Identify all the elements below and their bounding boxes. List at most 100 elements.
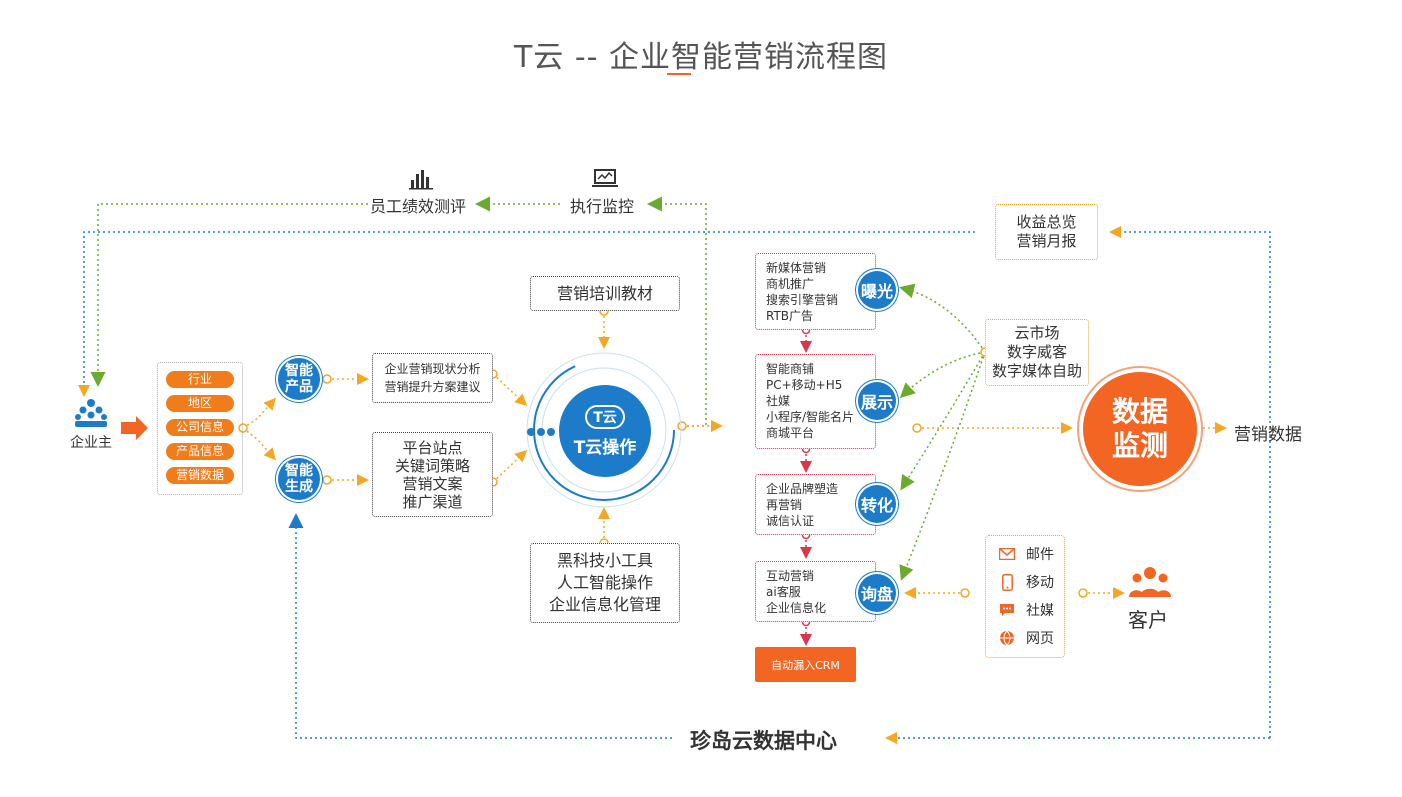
stage-convert-label: 转化 [860, 496, 893, 515]
stage-item: 再营销 [766, 498, 803, 512]
contacts-box: 邮件 移动 社媒 网页 [985, 535, 1065, 658]
cloud-line-3: 数字媒体自助 [991, 362, 1082, 380]
smart-generate-label: 智能生成 [285, 463, 313, 495]
contact-label: 社媒 [1026, 603, 1054, 619]
platform-box: 平台站点 关键词策略 营销文案 推广渠道 [372, 432, 493, 517]
cloud-to-exposure-line [899, 283, 986, 353]
revenue-to-owner-line [78, 231, 975, 397]
tools-box: 黑科技小工具 人工智能操作 企业信息化管理 [530, 543, 680, 623]
stage-item: 企业品牌塑造 [766, 482, 839, 496]
mobile-icon [998, 573, 1016, 591]
stage-item: 新媒体营销 [766, 261, 827, 275]
stage-item: 企业信息化 [766, 601, 827, 615]
stage-exposure-node: 曝光 [858, 271, 896, 309]
stage-item: PC+移动+H5 [766, 378, 843, 392]
cloud-to-inquiry-line [899, 351, 986, 581]
marketing-data-label: 营销数据 [1234, 425, 1302, 445]
training-box: 营销培训教材 [530, 276, 680, 311]
contact-web: 网页 [998, 624, 1064, 652]
t-cloud-operation-label: T云操作 [573, 437, 637, 458]
platform-to-center-line [492, 449, 528, 483]
tag-marketing-data: 营销数据 [166, 467, 234, 484]
stage-item: 诚信认证 [766, 514, 815, 528]
platform-line-3: 营销文案 [402, 474, 463, 493]
bar-chart-icon [409, 168, 435, 190]
stage-inquiry-node: 询盘 [858, 574, 896, 612]
cloud-line-2: 数字威客 [1006, 343, 1067, 361]
customer-label: 客户 [1128, 608, 1168, 632]
tools-line-2: 人工智能操作 [556, 573, 653, 592]
data-center-to-generate-line [288, 513, 672, 739]
data-monitor-line-1: 数据 [1111, 395, 1168, 428]
tag-company-info: 公司信息 [166, 419, 234, 436]
cloud-logo-icon: T云 [585, 404, 625, 429]
cloud-line-1: 云市场 [1014, 324, 1060, 342]
staff-eval-label: 员工绩效测评 [370, 197, 467, 216]
stage-convert-node: 转化 [858, 485, 896, 523]
tag-industry: 行业 [166, 371, 234, 388]
center-rings [526, 352, 682, 508]
owner-arrow [121, 416, 148, 440]
chat-icon [998, 601, 1016, 619]
stage-item: 商城平台 [766, 426, 815, 440]
data-center-label: 珍岛云数据中心 [690, 729, 837, 753]
auto-crm-button[interactable]: 自动漏入CRM [755, 647, 856, 682]
data-monitor-line-2: 监测 [1111, 429, 1168, 462]
exec-monitor-label: 执行监控 [570, 197, 635, 216]
owner-feedback-line [90, 203, 368, 387]
stage-item: ai客服 [766, 585, 801, 599]
laptop-icon [591, 168, 619, 190]
tags-box [157, 362, 243, 495]
people-group-icon [74, 398, 108, 428]
training-label: 营销培训教材 [556, 283, 653, 303]
analysis-line-2: 营销提升方案建议 [384, 380, 481, 394]
stage-display-node: 展示 [858, 382, 896, 420]
tag-region: 地区 [166, 395, 234, 412]
contact-mobile: 移动 [998, 568, 1064, 596]
contact-label: 网页 [1026, 631, 1054, 647]
revenue-line-1: 收益总览 [1016, 213, 1077, 231]
stage-exposure-label: 曝光 [860, 282, 893, 301]
contact-mail: 邮件 [998, 540, 1064, 568]
stage-item: 小程序/智能名片 [766, 410, 855, 424]
analysis-line-1: 企业营销现状分析 [384, 362, 481, 376]
owner-label: 企业主 [70, 435, 112, 451]
smart-generate-node: 智能生成 [278, 458, 320, 500]
stage-convert-box: 企业品牌塑造 再营销 诚信认证 [755, 474, 876, 535]
revenue-box: 收益总览 营销月报 [995, 204, 1098, 260]
stage-inquiry-box: 互动营销 ai客服 企业信息化 [755, 561, 876, 622]
page-title: T云 -- 企业智能营销流程图 [513, 40, 889, 75]
contact-label: 移动 [1026, 575, 1054, 591]
mail-icon [998, 545, 1016, 563]
revenue-line-2: 营销月报 [1016, 232, 1077, 250]
stage-item: 社媒 [766, 394, 791, 408]
platform-line-1: 平台站点 [402, 438, 463, 457]
stage-exposure-box: 新媒体营销 商机推广 搜索引擎营销 RTB广告 [755, 253, 876, 330]
cloud-to-display-line [899, 351, 986, 399]
platform-line-2: 关键词策略 [394, 456, 470, 475]
stage-inquiry-label: 询盘 [860, 585, 893, 604]
tools-line-1: 黑科技小工具 [556, 551, 653, 570]
stage-display-box: 智能商铺 PC+移动+H5 社媒 小程序/智能名片 商城平台 [755, 354, 876, 449]
analysis-box: 企业营销现状分析 营销提升方案建议 [372, 353, 493, 403]
smart-product-label: 智能产品 [285, 363, 313, 395]
stage-item: 商机推广 [766, 277, 815, 291]
platform-line-4: 推广渠道 [402, 492, 463, 511]
contact-label: 邮件 [1026, 547, 1054, 563]
analysis-to-center-line [492, 373, 528, 407]
cloud-market-box: 云市场 数字威客 数字媒体自助 [985, 319, 1089, 386]
stage-item: 互动营销 [766, 569, 815, 583]
smart-product-node: 智能产品 [278, 358, 320, 400]
t-cloud-core: T云 T云操作 [559, 385, 651, 477]
stage-item: 智能商铺 [766, 362, 815, 376]
monitor-feedback-line [647, 196, 707, 427]
cloud-to-convert-line [900, 351, 986, 491]
tag-product-info: 产品信息 [166, 443, 234, 460]
customers-icon [1128, 566, 1172, 598]
title-underline [667, 73, 691, 75]
tools-line-3: 企业信息化管理 [548, 595, 661, 614]
globe-icon [998, 629, 1016, 647]
right-loop-line [1109, 226, 1271, 738]
stage-item: 搜索引擎营销 [766, 293, 839, 307]
